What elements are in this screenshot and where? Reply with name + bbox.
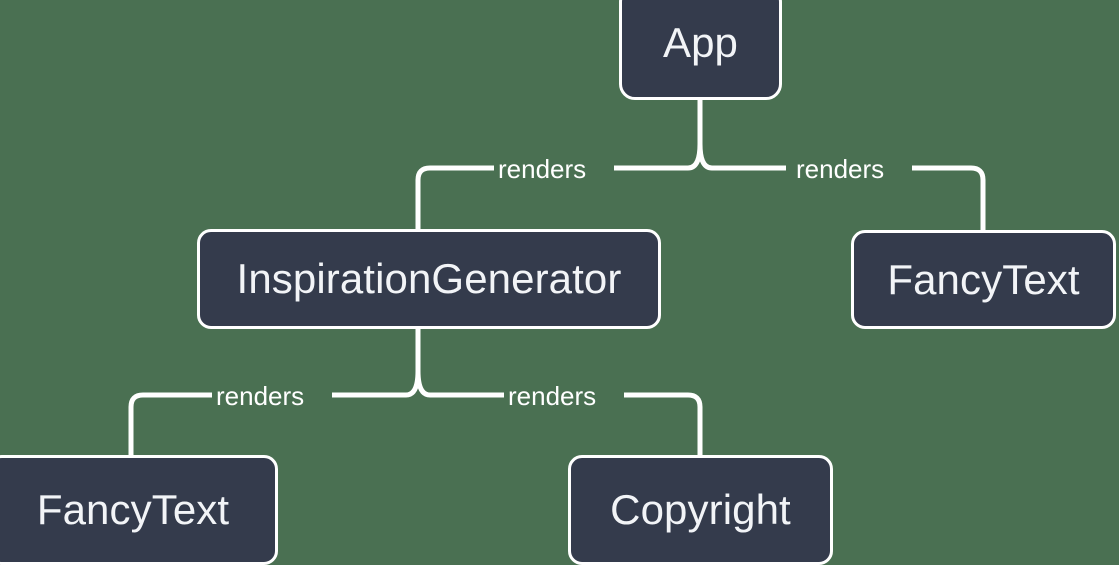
edge-label-inspiration-generator-to-copyright: renders <box>508 381 597 411</box>
node-inspiration-generator[interactable]: InspirationGenerator <box>197 229 661 329</box>
wire-inspgen-fillet-right <box>415 370 431 398</box>
wire-app-to-inspgen-left-b <box>415 165 494 229</box>
wire-app-to-fancy-right-b <box>912 165 986 230</box>
wire-inspgen-to-fancy-b <box>128 392 212 455</box>
edge-label-app-to-fancy-text: renders <box>796 154 885 184</box>
node-app[interactable]: App <box>619 0 782 100</box>
node-fancy-text-right[interactable]: FancyText <box>851 230 1116 329</box>
wire-app-fillet-right <box>697 143 713 171</box>
edge-label-inspiration-generator-to-fancy-text: renders <box>216 381 305 411</box>
edge-label-app-to-inspiration-generator: renders <box>498 154 587 184</box>
node-copyright[interactable]: Copyright <box>568 455 833 565</box>
node-fancy-text-left[interactable]: FancyText <box>0 455 278 565</box>
wire-inspgen-to-copyright-b <box>624 392 703 455</box>
